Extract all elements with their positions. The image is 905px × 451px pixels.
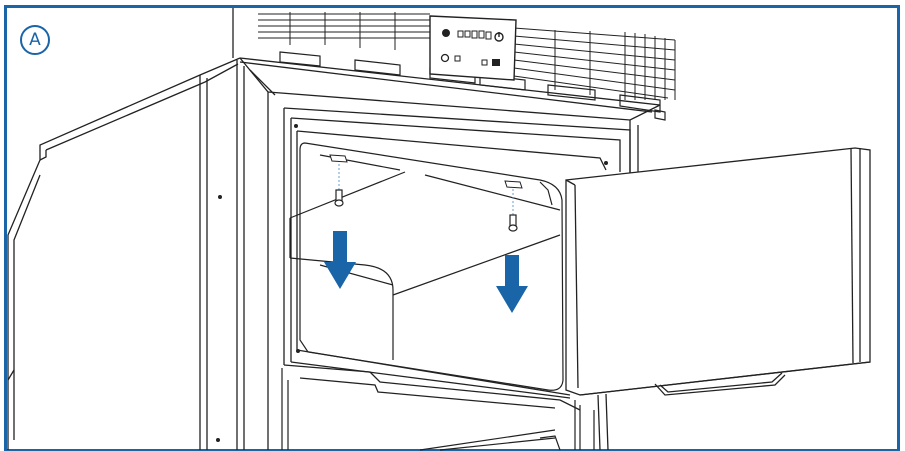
left-door xyxy=(7,57,241,450)
door-pin xyxy=(218,195,222,199)
top-tabs xyxy=(279,51,666,121)
step-label-badge: A xyxy=(20,25,50,55)
arrow-down-icon xyxy=(496,255,528,313)
screw-icon xyxy=(504,180,523,232)
top-grille xyxy=(258,12,676,100)
control-panel-icon xyxy=(429,15,517,81)
inner-door xyxy=(565,147,871,451)
screw-icon xyxy=(329,154,348,207)
lower-cabinet xyxy=(281,368,595,451)
arrow-down-icon xyxy=(324,231,356,289)
door-pin xyxy=(216,438,220,442)
compartment-frame xyxy=(283,107,631,411)
